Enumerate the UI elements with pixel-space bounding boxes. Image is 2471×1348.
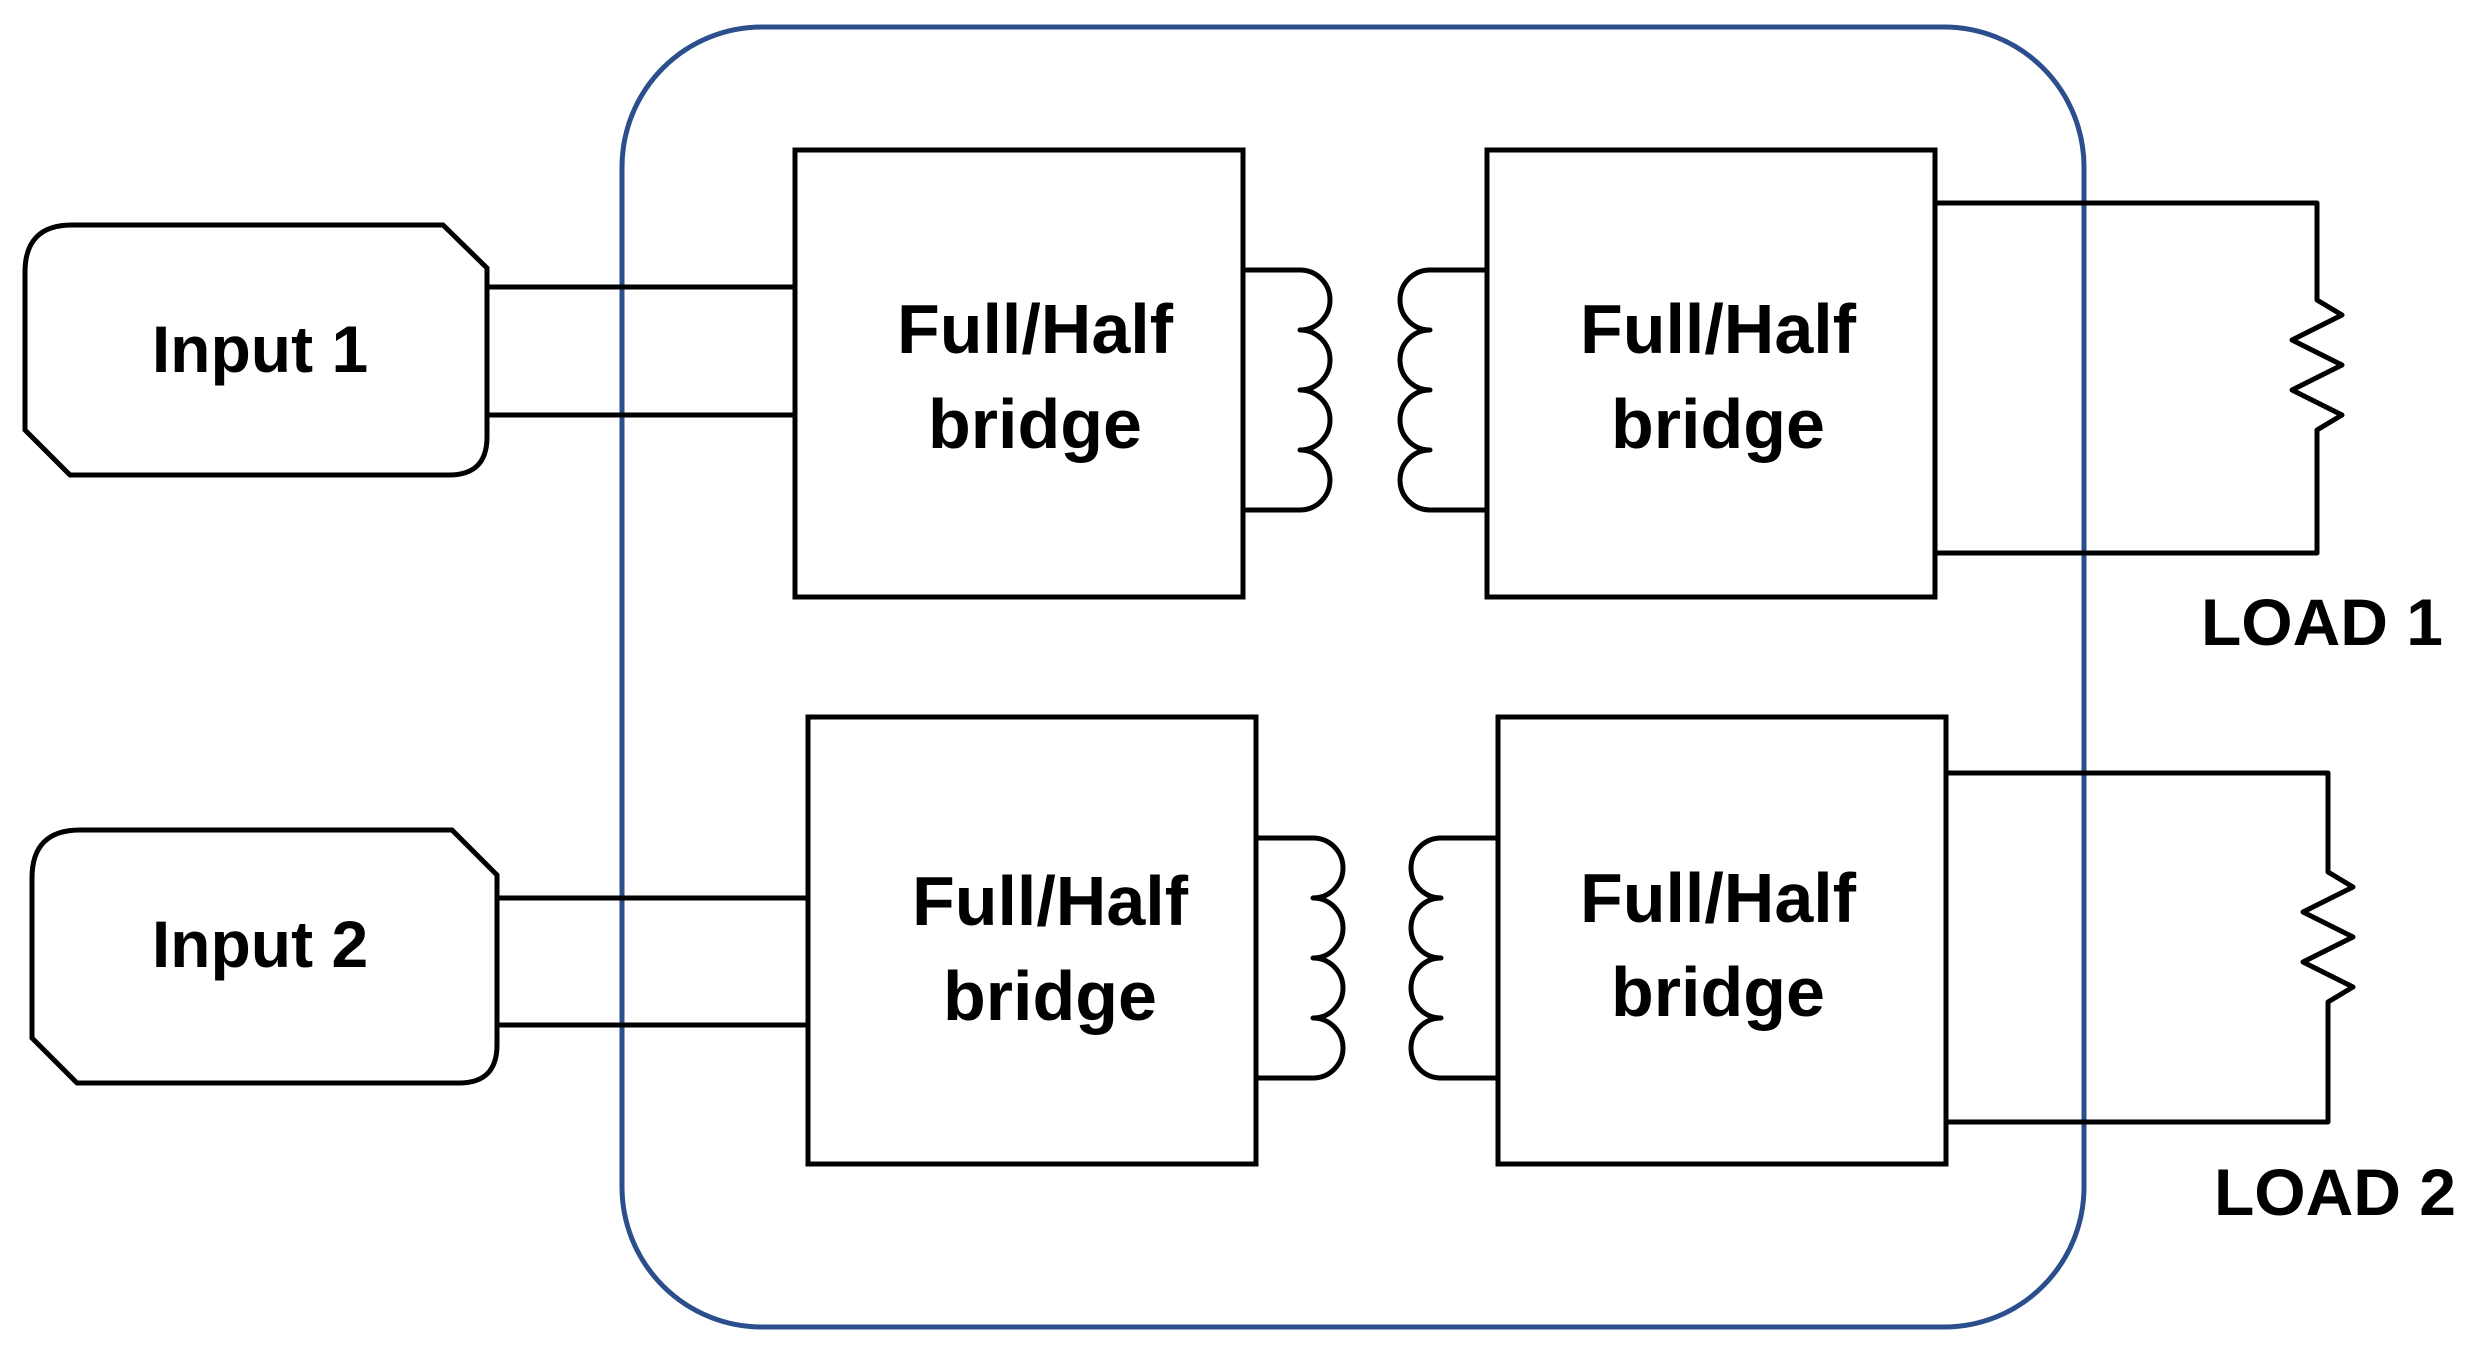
secondary-bridge-2-line1: Full/Half (1580, 859, 1857, 937)
input-1-label: Input 1 (152, 312, 368, 386)
input-1-block (22, 222, 490, 478)
primary-bridge-1-line1: Full/Half (897, 290, 1174, 368)
transformer-2-primary-winding (1253, 835, 1346, 1081)
primary-bridge-2-line1: Full/Half (912, 862, 1189, 940)
input-2-block (29, 827, 500, 1086)
load-1-circuit (1932, 200, 2345, 556)
load-2-circuit (1943, 770, 2356, 1125)
secondary-bridge-1-line2: bridge (1611, 385, 1825, 463)
transformer-2-secondary-winding (1408, 835, 1501, 1081)
primary-bridge-2-line2: bridge (943, 957, 1157, 1035)
input-2-label: Input 2 (152, 907, 368, 981)
primary-bridge-1 (792, 147, 1246, 600)
enclosure-boundary (619, 24, 2087, 1330)
secondary-bridge-2-line2: bridge (1611, 953, 1825, 1031)
primary-bridge-1-line2: bridge (928, 385, 1142, 463)
secondary-bridge-2 (1495, 714, 1949, 1167)
transformer-1-primary-winding (1240, 267, 1333, 513)
transformer-1-secondary-winding (1397, 267, 1490, 513)
load-2-label: LOAD 2 (2214, 1155, 2456, 1229)
secondary-bridge-1-line1: Full/Half (1580, 290, 1857, 368)
primary-bridge-2 (805, 714, 1259, 1167)
secondary-bridge-1 (1484, 147, 1938, 600)
load-1-label: LOAD 1 (2201, 585, 2443, 659)
